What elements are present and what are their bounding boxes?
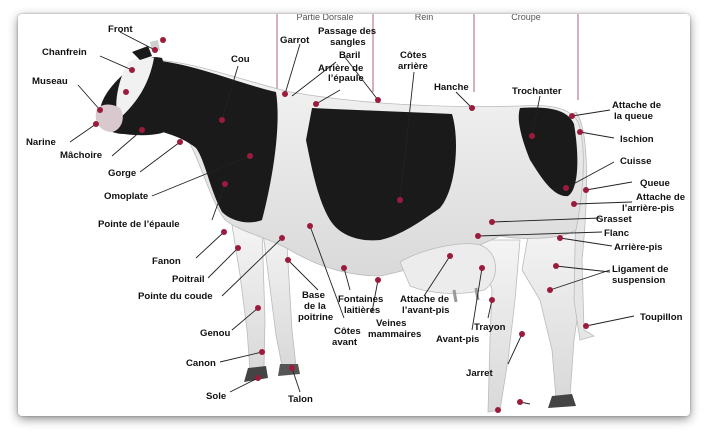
section-label-dorsal: Partie Dorsale bbox=[296, 14, 353, 22]
label-passage-sangles-1: Passage des bbox=[318, 26, 376, 37]
label-cotes-avant-1: Côtes bbox=[334, 326, 361, 337]
label-veines-2: mammaires bbox=[368, 329, 421, 340]
label-grasset: Grasset bbox=[596, 214, 633, 225]
label-base-poitrine-3: poitrine bbox=[298, 312, 333, 323]
label-cou: Cou bbox=[231, 54, 250, 65]
label-attache-arriere-pis-1: Attache de bbox=[636, 192, 685, 203]
label-front: Front bbox=[108, 24, 133, 35]
label-ligament-1: Ligament de bbox=[612, 264, 669, 275]
section-label-croupe: Croupe bbox=[511, 14, 541, 22]
label-trayon: Trayon bbox=[474, 322, 506, 333]
label-attache-arriere-pis-2: l’arrière-pis bbox=[622, 203, 674, 214]
label-ligament-2: suspension bbox=[612, 275, 665, 286]
label-cotes-arriere-2: arrière bbox=[398, 61, 428, 72]
label-flanc: Flanc bbox=[604, 228, 630, 239]
label-fanon: Fanon bbox=[152, 256, 181, 267]
label-toupillon: Toupillon bbox=[640, 312, 683, 323]
label-attache-queue-2: la queue bbox=[614, 111, 653, 122]
label-base-poitrine-1: Base bbox=[302, 290, 325, 301]
section-label-rein: Rein bbox=[415, 14, 434, 22]
label-chanfrein: Chanfrein bbox=[42, 47, 87, 58]
label-machoire: Mâchoire bbox=[60, 150, 102, 161]
label-talon: Talon bbox=[288, 394, 313, 405]
label-attache-avant-pis-2: l’avant-pis bbox=[402, 305, 449, 316]
label-passage-sangles-2: sangles bbox=[330, 37, 366, 48]
label-fontaines-1: Fontaines bbox=[338, 294, 383, 305]
label-queue: Queue bbox=[640, 178, 670, 189]
diagram-frame: Partie Dorsale Rein Croupe bbox=[18, 14, 690, 416]
label-base-poitrine-2: de la bbox=[304, 301, 327, 312]
label-arriere-epaule-2: l’épaule bbox=[328, 73, 364, 84]
label-pointe-epaule: Pointe de l’épaule bbox=[98, 219, 180, 230]
label-attache-queue-1: Attache de bbox=[612, 100, 661, 111]
hind-leg-near bbox=[522, 225, 580, 398]
label-garrot: Garrot bbox=[280, 35, 310, 46]
label-avant-pis: Avant-pis bbox=[436, 334, 479, 345]
label-omoplate: Omoplate bbox=[104, 191, 148, 202]
label-veines-1: Veines bbox=[376, 318, 406, 329]
label-genou: Genou bbox=[200, 328, 231, 339]
label-sole: Sole bbox=[206, 391, 226, 402]
label-pointe-coude: Pointe du coude bbox=[138, 291, 213, 302]
label-poitrail: Poitrail bbox=[172, 274, 205, 285]
label-baril: Baril bbox=[339, 50, 360, 61]
label-jarret: Jarret bbox=[466, 368, 493, 379]
label-arriere-pis: Arrière-pis bbox=[614, 242, 663, 253]
label-canon: Canon bbox=[186, 358, 216, 369]
cow-anatomy-diagram: Partie Dorsale Rein Croupe bbox=[18, 14, 690, 416]
label-museau: Museau bbox=[32, 76, 68, 87]
label-hanche: Hanche bbox=[434, 82, 469, 93]
label-cotes-avant-2: avant bbox=[332, 337, 358, 348]
label-attache-avant-pis-1: Attache de bbox=[400, 294, 449, 305]
label-narine: Narine bbox=[26, 137, 56, 148]
label-gorge: Gorge bbox=[108, 168, 136, 179]
label-trochanter: Trochanter bbox=[512, 86, 562, 97]
label-cotes-arriere-1: Côtes bbox=[400, 50, 427, 61]
label-fontaines-2: laitières bbox=[344, 305, 380, 316]
label-cuisse: Cuisse bbox=[620, 156, 651, 167]
label-ischion: Ischion bbox=[620, 134, 654, 145]
